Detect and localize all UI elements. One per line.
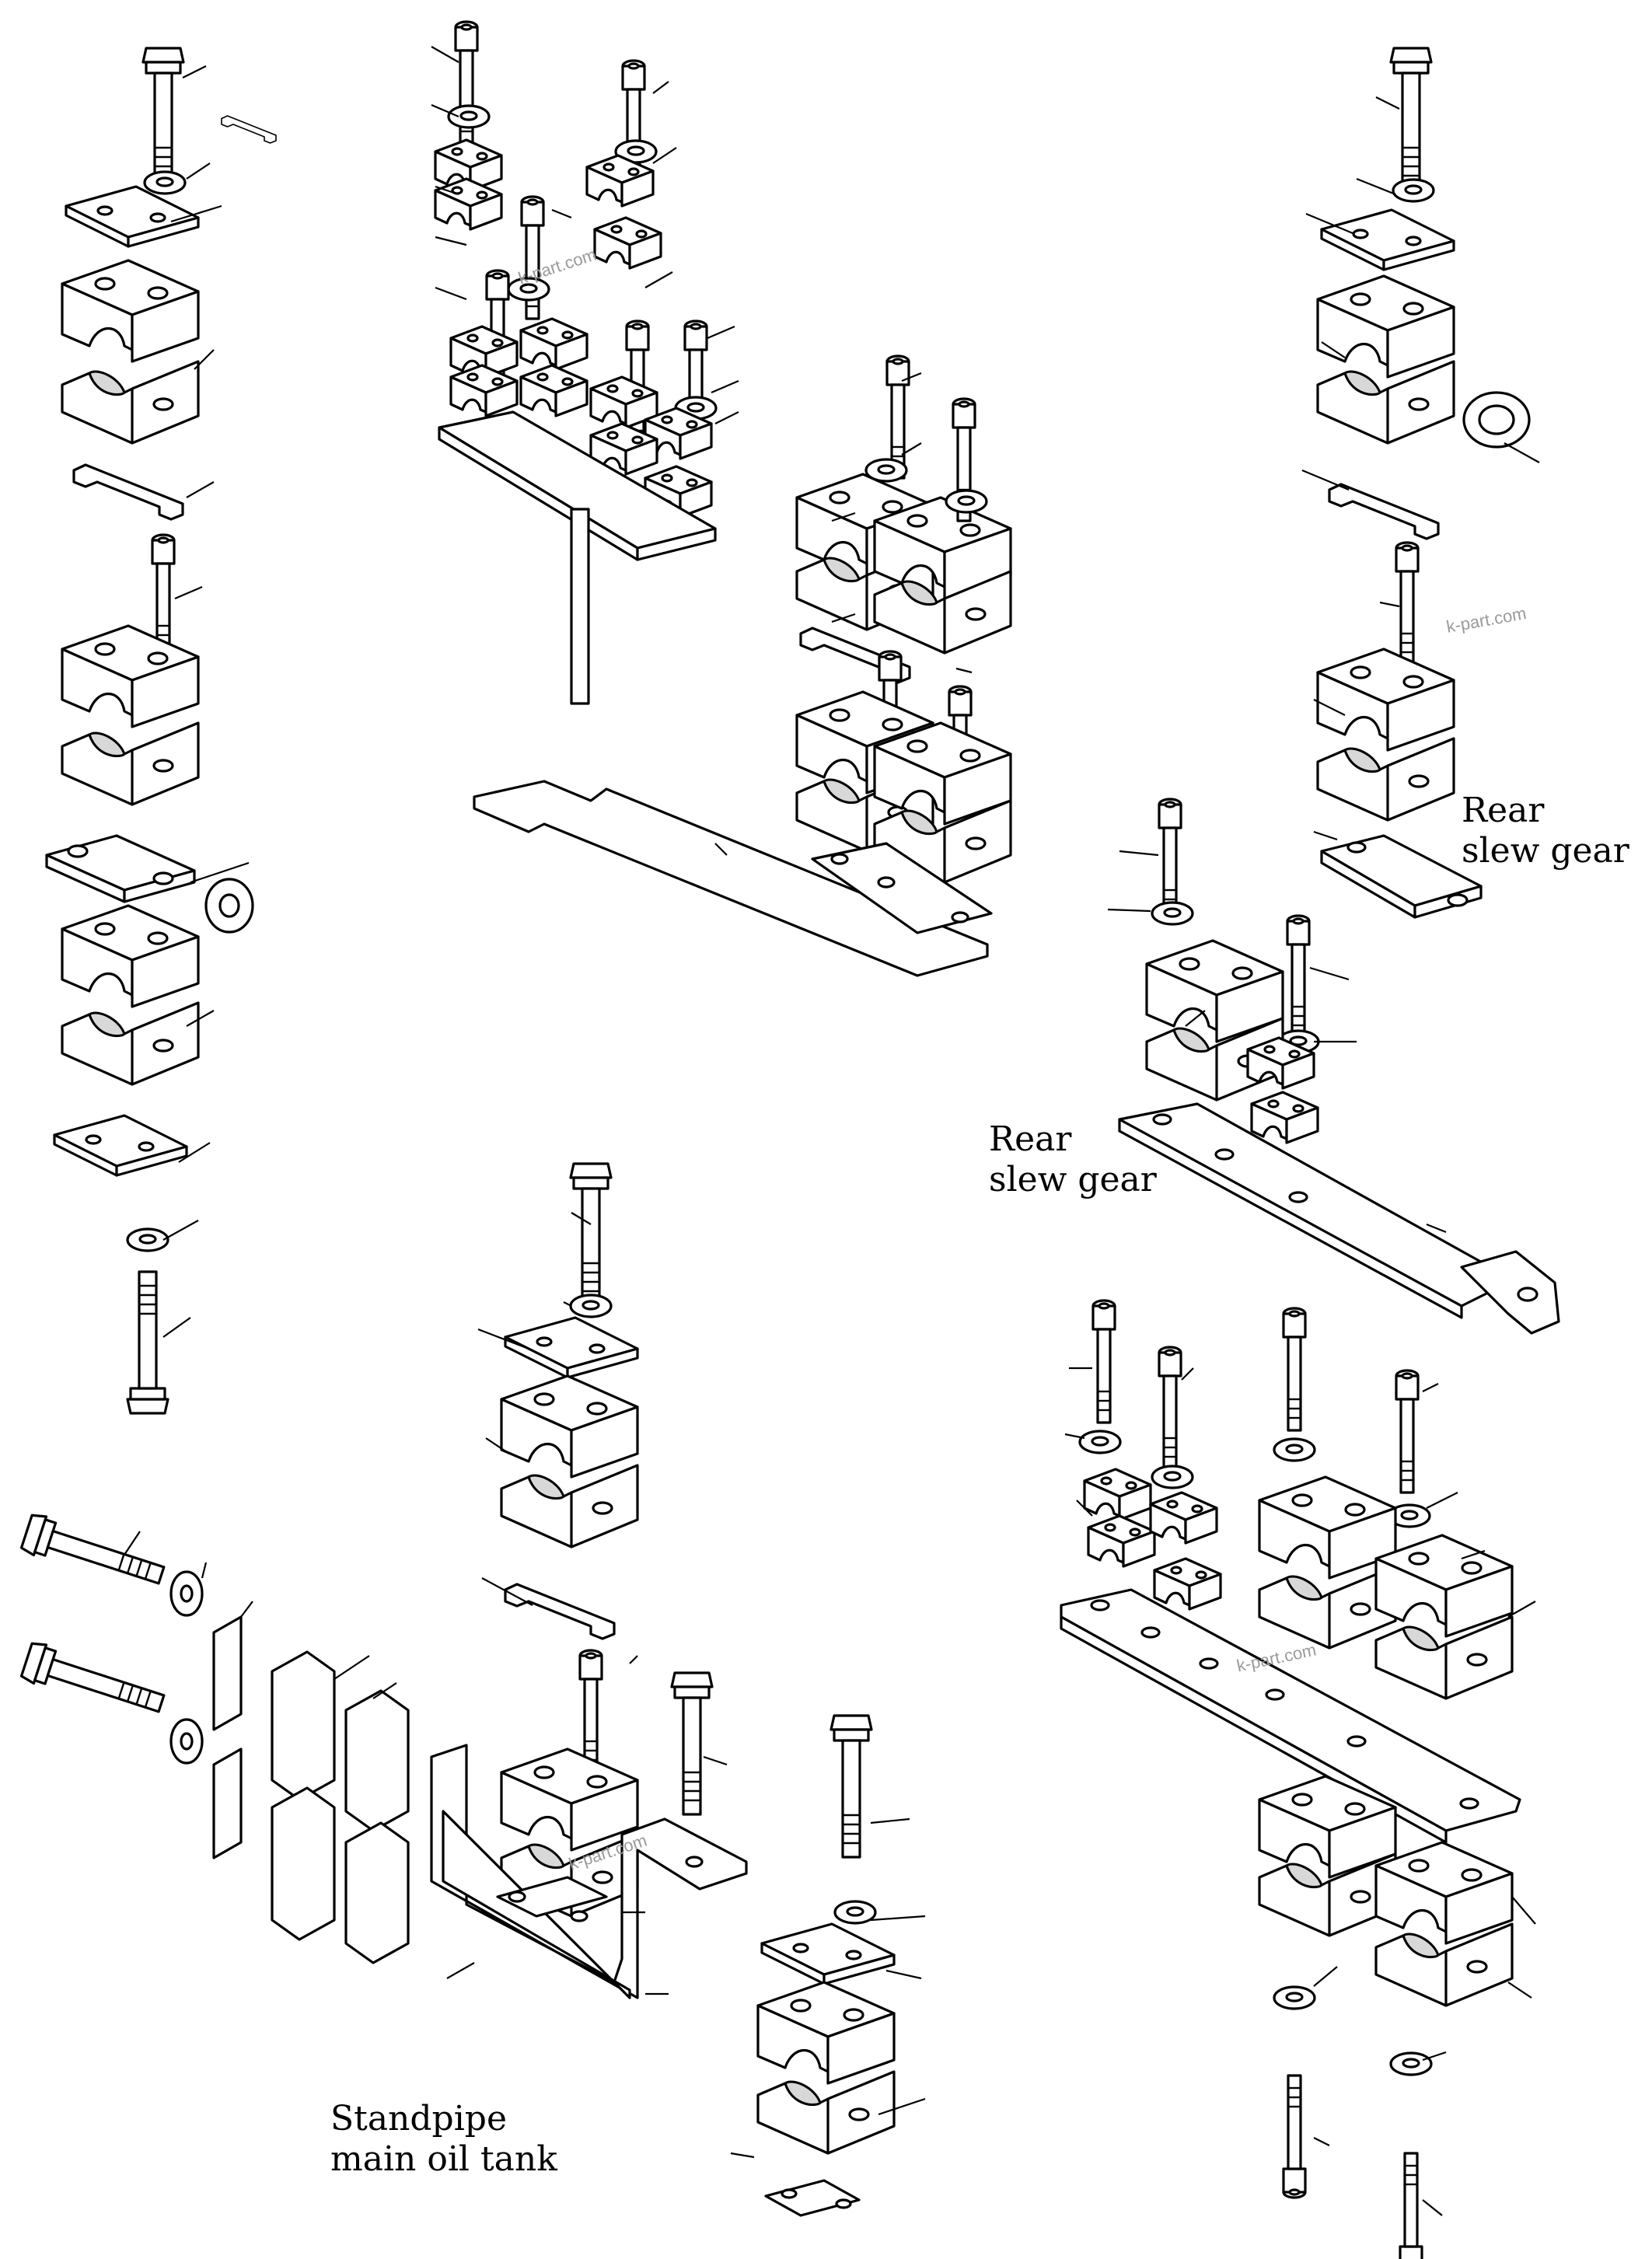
middle-right-assembly	[1107, 798, 1560, 1335]
rear-slew-gear-label-middle-line2: slew gear	[989, 1160, 1157, 1199]
standpipe-main-oil-tank-label: Standpipe main oil tank	[330, 2099, 557, 2180]
top-center-assembly	[221, 20, 1012, 977]
bottom-left-assembly	[19, 1510, 410, 1964]
standpipe-label-line2: main oil tank	[330, 2139, 557, 2179]
standpipe-label-line1: Standpipe	[330, 2099, 508, 2139]
left-column-assembly	[45, 47, 254, 1415]
rear-slew-gear-label-middle: Rear slew gear	[989, 1119, 1157, 1200]
rear-slew-gear-label-middle-line1: Rear	[989, 1119, 1072, 1159]
bottom-center-assembly	[430, 1162, 926, 2217]
top-right-assembly	[1301, 47, 1540, 919]
rear-slew-gear-label-top: Rear slew gear	[1462, 791, 1629, 871]
rear-slew-gear-label-top-line2: slew gear	[1462, 831, 1629, 871]
bottom-right-assembly	[1060, 1299, 1536, 2259]
rear-slew-gear-label-top-line1: Rear	[1462, 791, 1545, 830]
